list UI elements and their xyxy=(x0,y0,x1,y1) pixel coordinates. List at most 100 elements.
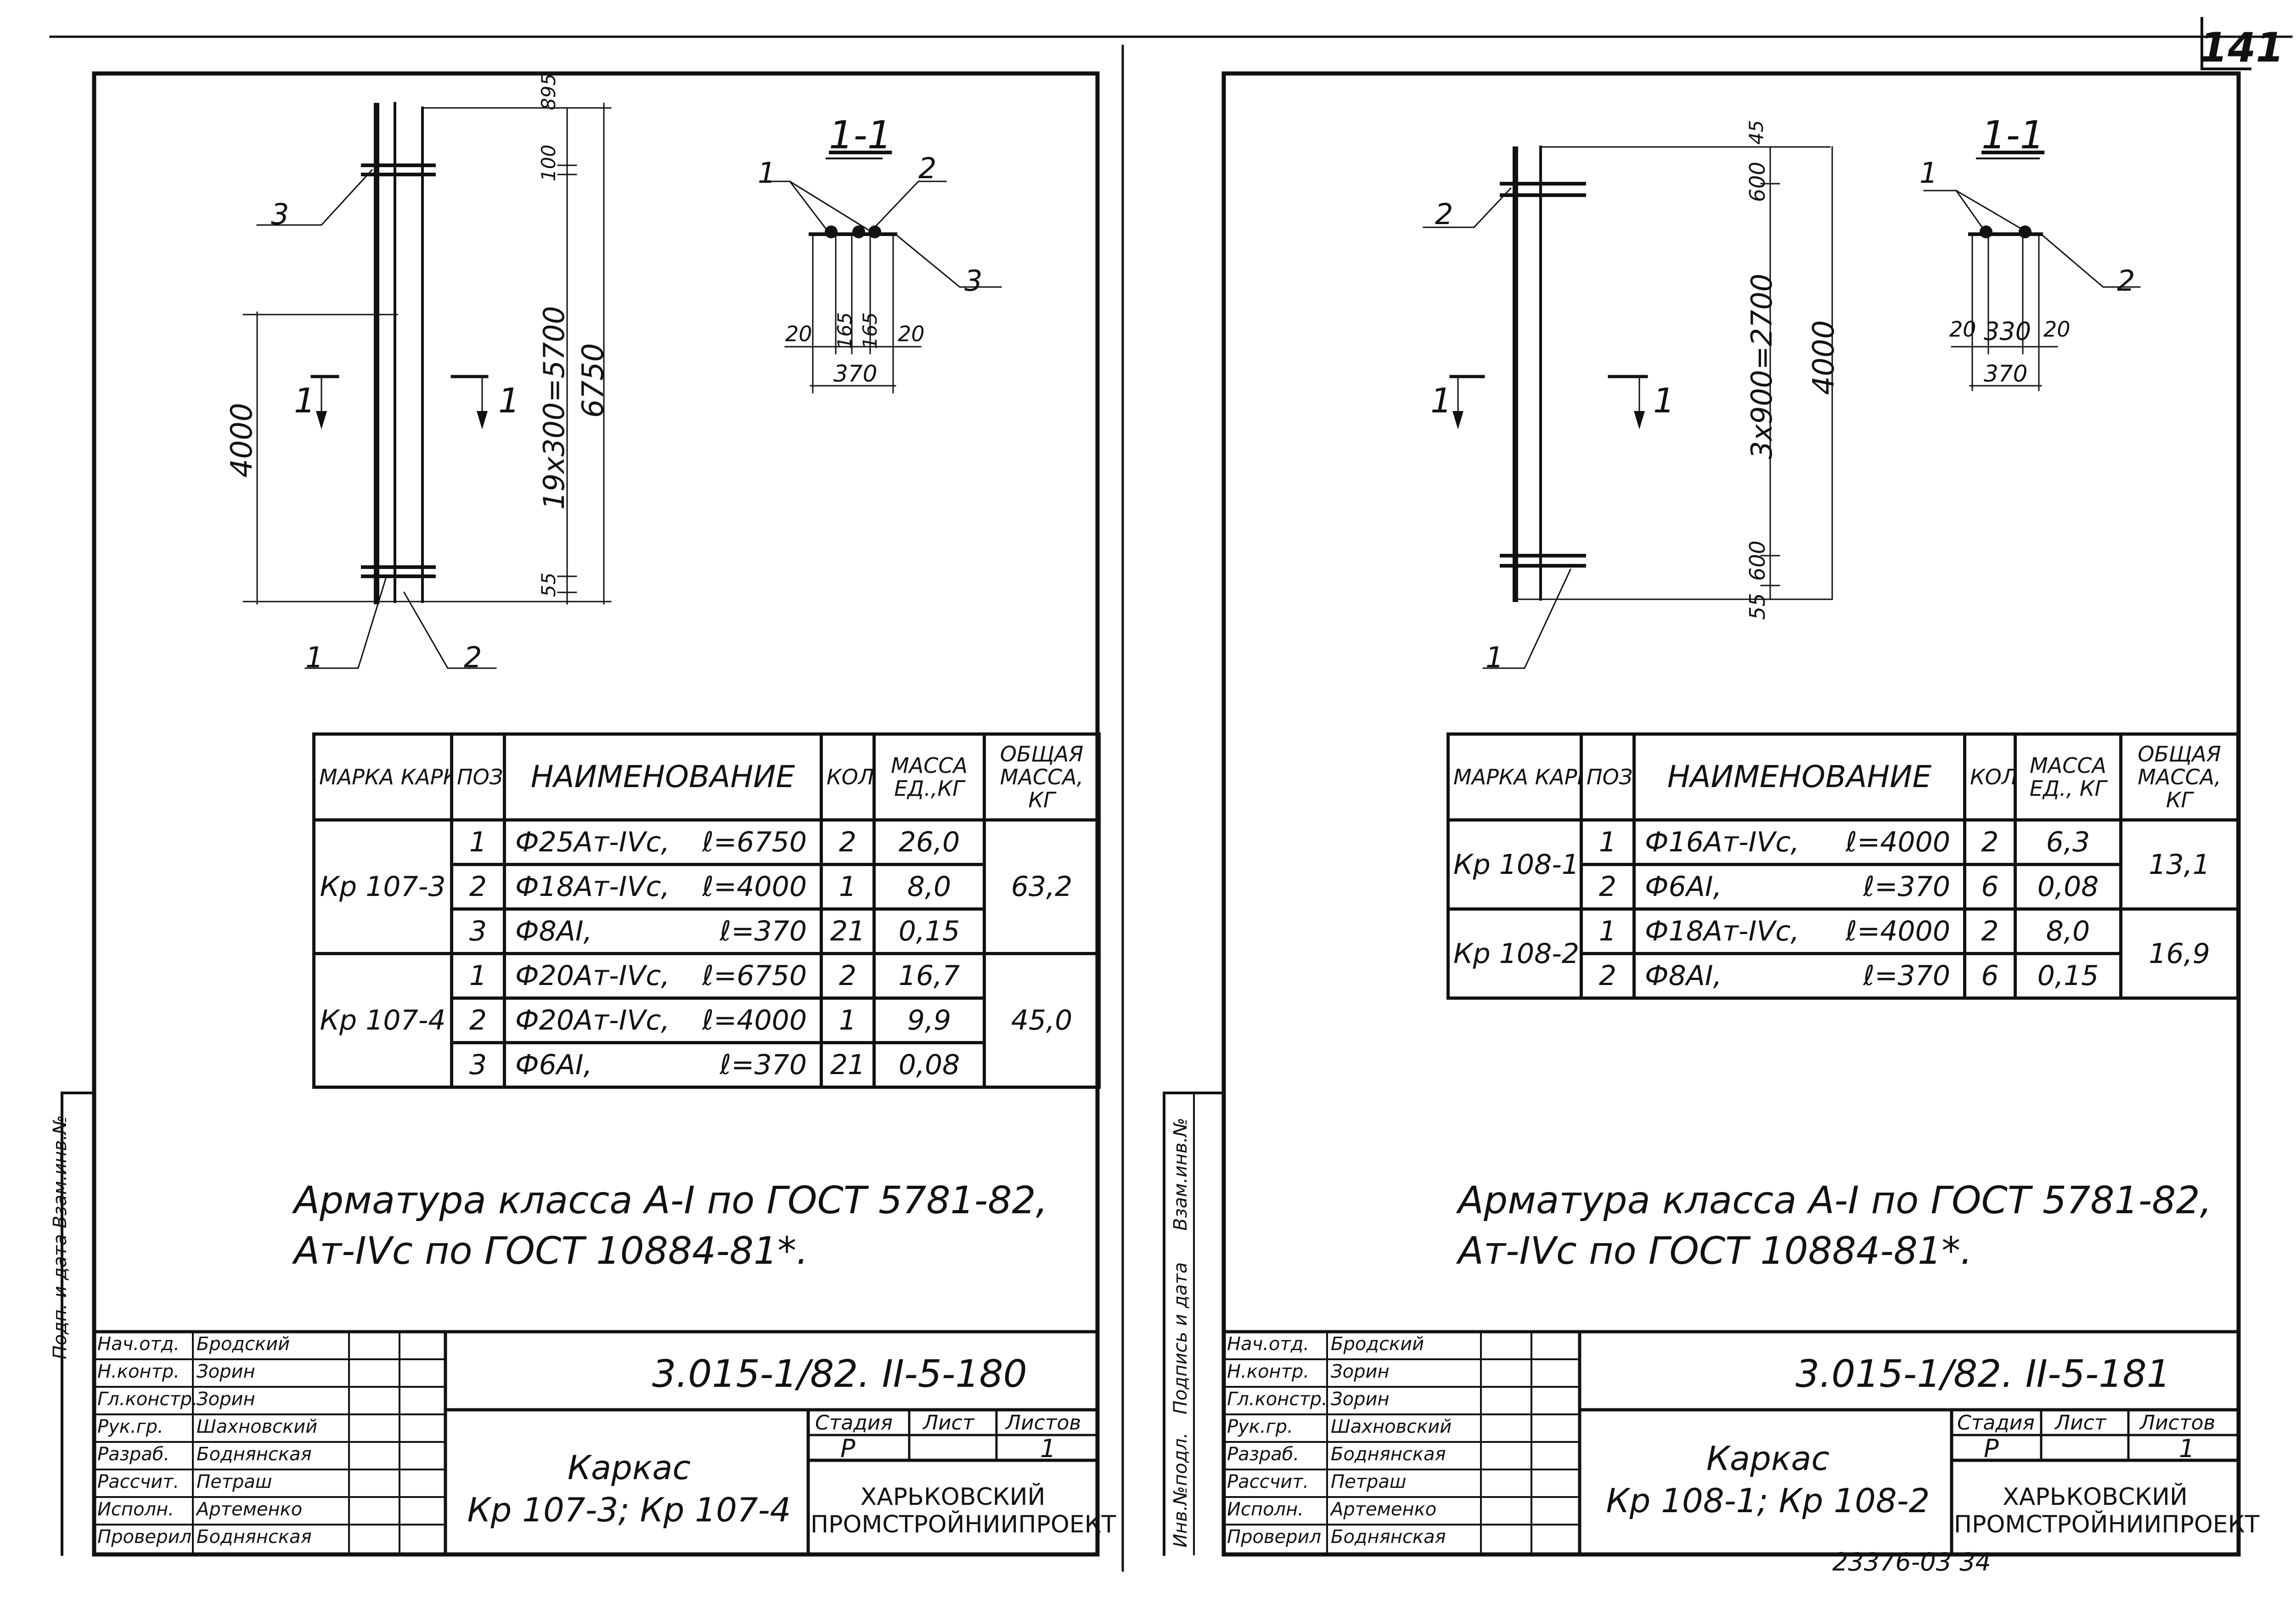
spec-table: МАРКА КАРКАСА ПОЗ. НАИМЕНОВАНИЕ КОЛ. МАС… xyxy=(1446,732,2240,1000)
pos-cell: 1 xyxy=(1580,907,1636,955)
drawing-code: 3.015-1/82. II-5-180 xyxy=(652,1352,1027,1396)
org-line: ПРОМСТРОЙНИИПРОЕКТ xyxy=(810,1511,1116,1538)
sec-dim-total: 370 xyxy=(833,360,878,387)
tb-name: Боднянская xyxy=(197,1444,312,1465)
bar-length: ℓ=370 xyxy=(1863,960,1950,992)
col-pos: ПОЗ. xyxy=(1580,732,1636,822)
pos-label-1: 1 xyxy=(1486,641,1504,674)
sec-dim-w2: 165 xyxy=(833,312,856,349)
mass-cell: 8,0 xyxy=(2014,907,2122,955)
mark-cell: Кр 108-1 xyxy=(1446,818,1583,911)
stage-value: Р xyxy=(1984,1434,1999,1463)
dim-total: 4000 xyxy=(1807,320,1841,395)
page-number: 141 xyxy=(2200,24,2284,71)
bar-length: ℓ=4000 xyxy=(702,1004,807,1036)
sec-label-1: 1 xyxy=(1919,156,1938,190)
bar-spec: Ф20Ат-IVс, xyxy=(515,960,670,992)
section-title: 1-1 xyxy=(829,113,892,158)
tb-name: Зорин xyxy=(1331,1361,1390,1382)
tb-name: Боднянская xyxy=(197,1526,312,1548)
name-cell: Ф20Ат-IVс, ℓ=6750 xyxy=(503,952,823,1000)
right-side-stamp-inv: Инв.№подл. xyxy=(1170,1432,1191,1548)
qty-cell: 6 xyxy=(1963,863,2017,911)
bar-length: ℓ=4000 xyxy=(1846,915,1950,947)
tb-name: Шахновский xyxy=(1331,1416,1452,1437)
qty-cell: 21 xyxy=(820,1041,876,1089)
dim-top-b: 600 xyxy=(1745,162,1770,202)
col-qty: КОЛ. xyxy=(820,732,876,822)
spec-table: МАРКА КАРКАСА ПОЗ. НАИМЕНОВАНИЕ КОЛ. МАС… xyxy=(312,732,1101,1089)
mass-cell: 0,15 xyxy=(2014,952,2122,1000)
tb-name: Зорин xyxy=(197,1389,255,1410)
tb-role: Разраб. xyxy=(97,1444,170,1465)
sec-label-3: 3 xyxy=(964,264,983,298)
bar-spec: Ф16Ат-IVс, xyxy=(1645,826,1800,858)
tb-role: Исполн. xyxy=(97,1499,174,1520)
mark-cell: Кр 107-3 xyxy=(312,818,453,955)
tb-names: Бродский Зорин Зорин Шахновский Боднянск… xyxy=(1331,1334,1480,1554)
tb-role: Гл.констр. xyxy=(1227,1389,1328,1410)
bar-length: ℓ=370 xyxy=(720,915,807,947)
bar-spec: Ф6АI, xyxy=(515,1049,592,1081)
bar-spec: Ф25Ат-IVс, xyxy=(515,826,670,858)
pos-cell: 2 xyxy=(450,863,506,911)
col-total-mass: ОБЩАЯ МАССА, КГ xyxy=(983,732,1101,822)
name-cell: Ф8АI,ℓ=370 xyxy=(503,907,823,955)
total-cell: 45,0 xyxy=(983,952,1101,1089)
sec-dim-w3: 20 xyxy=(2043,317,2071,342)
pos-cell: 1 xyxy=(1580,818,1636,866)
tb-role: Рассчит. xyxy=(97,1471,180,1492)
bar-spec: Ф6АI, xyxy=(1645,871,1722,903)
tb-role: Гл.констр. xyxy=(97,1389,198,1410)
total-cell: 63,2 xyxy=(983,818,1101,955)
mass-cell: 16,7 xyxy=(872,952,986,1000)
stage-value: Р xyxy=(840,1434,855,1463)
tb-name: Петраш xyxy=(1331,1471,1407,1492)
bar-spec: Ф18Ат-IVс, xyxy=(1645,915,1800,947)
col-mark: МАРКА КАРКАСА xyxy=(1446,732,1583,822)
name-cell: Ф18Ат-IVс, ℓ=4000 xyxy=(1632,907,1966,955)
title-line: Кр 108-1; Кр 108-2 xyxy=(1606,1481,1930,1520)
tb-role: Нач.отд. xyxy=(1227,1334,1310,1355)
tb-name: Артеменко xyxy=(197,1499,303,1520)
sheet-label: Лист xyxy=(2055,1411,2106,1435)
org-line: ХАРЬКОВСКИЙ xyxy=(2003,1483,2188,1511)
tb-role: Н.контр. xyxy=(1227,1361,1309,1382)
qty-cell: 2 xyxy=(1963,907,2017,955)
name-cell: Ф6АI,ℓ=370 xyxy=(503,1041,823,1089)
sheets-label: Листов xyxy=(1006,1411,1081,1435)
drawing-title: Каркас Кр 107-3; Кр 107-4 xyxy=(455,1447,804,1531)
sec-label-2: 2 xyxy=(2117,264,2135,298)
tb-name: Шахновский xyxy=(197,1416,318,1437)
bar-spec: Ф20Ат-IVс, xyxy=(515,1004,670,1036)
qty-cell: 6 xyxy=(1963,952,2017,1000)
dim-top-a: 45 xyxy=(1745,120,1767,145)
sheets-count: 1 xyxy=(1040,1434,1056,1463)
dim-bottom: 55 xyxy=(537,572,560,597)
section-mark-left: 1 xyxy=(294,381,316,421)
pos-cell: 1 xyxy=(450,818,506,866)
tb-name: Артеменко xyxy=(1331,1499,1437,1520)
name-cell: Ф20Ат-IVс, ℓ=4000 xyxy=(503,996,823,1044)
mass-cell: 0,08 xyxy=(2014,863,2122,911)
title-line: Кр 107-3; Кр 107-4 xyxy=(467,1491,791,1529)
name-cell: Ф8АI,ℓ=370 xyxy=(1632,952,1966,1000)
tb-name: Зорин xyxy=(1331,1389,1390,1410)
pos-cell: 2 xyxy=(450,996,506,1044)
dim-total: 6750 xyxy=(576,343,610,418)
pos-cell: 2 xyxy=(1580,952,1636,1000)
mass-cell: 9,9 xyxy=(872,996,986,1044)
bar-length: ℓ=4000 xyxy=(1846,826,1950,858)
tb-name: Боднянская xyxy=(1331,1526,1446,1548)
dim-short-bar: 4000 xyxy=(225,403,259,478)
right-side-stamp-sign: Подпись и дата xyxy=(1170,1262,1191,1414)
dim-bottom-a: 600 xyxy=(1745,540,1770,581)
mass-cell: 6,3 xyxy=(2014,818,2122,866)
bar-length: ℓ=6750 xyxy=(702,960,807,992)
inventory-number: 23376-03 34 xyxy=(1832,1548,1991,1576)
qty-cell: 1 xyxy=(820,863,876,911)
col-total-mass: ОБЩАЯ МАССА, КГ xyxy=(2119,732,2240,822)
pos-label-2: 2 xyxy=(464,641,482,674)
dim-top-a: 895 xyxy=(537,73,560,110)
dim-mid: 3x900=2700 xyxy=(1745,273,1778,459)
